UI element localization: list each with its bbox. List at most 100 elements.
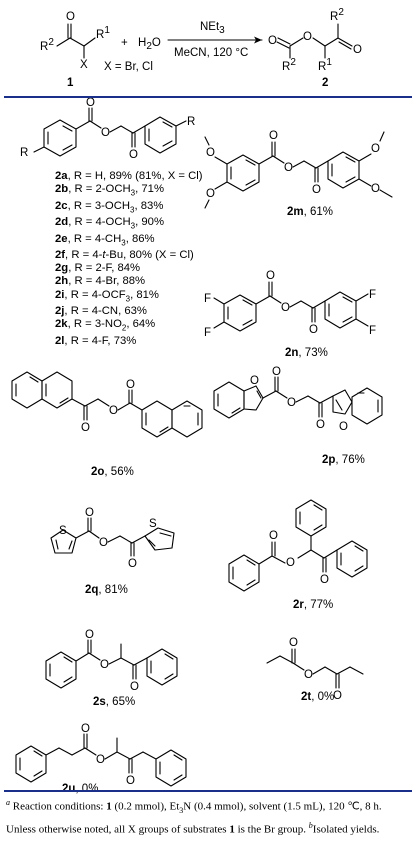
top-rule bbox=[4, 96, 412, 98]
svg-text:O: O bbox=[353, 44, 362, 56]
reaction-arrow bbox=[167, 36, 263, 44]
svg-text:O: O bbox=[268, 35, 277, 47]
structure-2o: O O O 2o, 56% bbox=[11, 371, 203, 478]
entry-2f: 2f, R = 4-t-Bu, 80% (X = Cl) bbox=[55, 249, 194, 262]
svg-text:O: O bbox=[206, 147, 215, 159]
svg-text:O: O bbox=[269, 530, 278, 542]
svg-text:R2: R2 bbox=[282, 57, 296, 73]
svg-text:O: O bbox=[312, 184, 321, 196]
svg-text:O: O bbox=[269, 130, 278, 142]
structure-2s: O O O 2s, 65% bbox=[45, 629, 178, 708]
structure-2u: O O O 2u, 0% bbox=[15, 723, 187, 795]
svg-text:O: O bbox=[339, 421, 348, 433]
svg-text:O: O bbox=[126, 379, 135, 391]
water: H2O bbox=[138, 37, 161, 52]
svg-text:O: O bbox=[86, 97, 95, 109]
svg-text:F: F bbox=[204, 327, 211, 339]
svg-text:O: O bbox=[303, 31, 312, 43]
svg-text:X: X bbox=[80, 59, 88, 71]
svg-text:O: O bbox=[371, 183, 380, 195]
reaction-scheme: O R2 R1 X 1 + H2O X = Br, Cl NEt3 MeCN, … bbox=[40, 7, 362, 89]
svg-text:O: O bbox=[101, 127, 110, 139]
svg-text:2q, 81%: 2q, 81% bbox=[85, 584, 128, 596]
structure-2a-2l: R O O O R bbox=[20, 97, 195, 161]
svg-text:F: F bbox=[369, 289, 376, 301]
svg-text:S: S bbox=[59, 525, 67, 537]
svg-text:O: O bbox=[284, 162, 293, 174]
entry-2a: 2a, R = H, 89% (81%, X = Cl) bbox=[55, 170, 203, 182]
structure-2q: S O O O S 2q, 81% bbox=[50, 507, 175, 596]
svg-text:R1: R1 bbox=[96, 25, 110, 41]
x-definition: X = Br, Cl bbox=[104, 61, 153, 73]
compound-label-2: 2 bbox=[322, 77, 328, 89]
starting-material-1: O R2 R1 X 1 bbox=[40, 11, 110, 89]
svg-text:F: F bbox=[369, 325, 376, 337]
entry-2j: 2j, R = 4-CN, 63% bbox=[55, 305, 147, 318]
svg-text:O: O bbox=[289, 637, 298, 649]
svg-text:2s, 65%: 2s, 65% bbox=[93, 696, 135, 708]
svg-text:O: O bbox=[316, 419, 325, 431]
entry-2e: 2e, R = 4-CH3, 86% bbox=[55, 232, 155, 247]
entry-2g: 2g, R = 2-F, 84% bbox=[55, 262, 141, 275]
svg-text:R2: R2 bbox=[330, 7, 344, 23]
svg-text:O: O bbox=[309, 324, 318, 336]
svg-text:O: O bbox=[85, 507, 94, 519]
svg-text:O: O bbox=[99, 537, 108, 549]
structure-2m: O O O O O O O 2m, 61% bbox=[204, 130, 393, 218]
solvent-temp: MeCN, 120 °C bbox=[174, 47, 248, 59]
reagent-net3: NEt3 bbox=[200, 21, 225, 36]
structure-2n: F F O O O F F 2n, 73% bbox=[204, 270, 376, 359]
entry-2d: 2d, R = 4-OCH3, 90% bbox=[55, 216, 164, 231]
svg-text:O: O bbox=[287, 397, 296, 409]
entry-2h: 2h, R = 4-Br, 88% bbox=[55, 275, 146, 288]
svg-text:O: O bbox=[100, 659, 109, 671]
svg-text:F: F bbox=[204, 293, 211, 305]
svg-text:O: O bbox=[281, 302, 290, 314]
svg-text:R: R bbox=[187, 116, 195, 128]
svg-text:O: O bbox=[96, 754, 105, 766]
svg-text:O: O bbox=[272, 366, 281, 378]
svg-text:O: O bbox=[304, 669, 313, 681]
svg-text:2m, 61%: 2m, 61% bbox=[287, 206, 333, 218]
entry-2b: 2b, R = 2-OCH3, 71% bbox=[55, 183, 164, 198]
entry-2l: 2l, R = 4-F, 73% bbox=[55, 334, 137, 347]
entry-2k: 2k, R = 3-NO2, 64% bbox=[55, 318, 156, 333]
svg-text:R2: R2 bbox=[40, 37, 54, 53]
svg-text:O: O bbox=[266, 270, 275, 282]
svg-text:O: O bbox=[130, 681, 139, 693]
entry-2i: 2i, R = 4-OCF3, 81% bbox=[55, 288, 159, 303]
footnote: a Reaction conditions: 1 (0.2 mmol), Et3… bbox=[6, 798, 382, 836]
structure-2t: O O O 2t, 0% bbox=[266, 637, 364, 703]
svg-text:2t, 0%: 2t, 0% bbox=[301, 691, 334, 703]
entry-list: 2a, R = H, 89% (81%, X = Cl) 2b, R = 2-O… bbox=[55, 170, 203, 348]
entry-2c: 2c, R = 3-OCH3, 83% bbox=[55, 199, 164, 214]
bottom-rule bbox=[4, 790, 412, 792]
svg-text:S: S bbox=[149, 518, 157, 530]
svg-text:2u, 0%: 2u, 0% bbox=[62, 783, 98, 795]
svg-text:O: O bbox=[320, 574, 329, 586]
svg-text:2r, 77%: 2r, 77% bbox=[293, 599, 333, 611]
svg-text:O: O bbox=[85, 629, 94, 641]
svg-text:O: O bbox=[333, 690, 342, 702]
plus-sign: + bbox=[121, 37, 128, 49]
svg-text:O: O bbox=[286, 557, 295, 569]
svg-text:R: R bbox=[20, 147, 28, 159]
svg-text:2p, 76%: 2p, 76% bbox=[322, 454, 365, 466]
svg-text:O: O bbox=[371, 143, 380, 155]
structure-2p: O O O O O 2p, 76% bbox=[213, 366, 383, 466]
svg-text:O: O bbox=[109, 405, 118, 417]
compound-label-1: 1 bbox=[67, 77, 74, 89]
svg-text:R1: R1 bbox=[318, 57, 332, 73]
svg-text:O: O bbox=[128, 558, 137, 570]
svg-text:2n, 73%: 2n, 73% bbox=[285, 347, 328, 359]
svg-text:O: O bbox=[126, 775, 135, 787]
product-2: O R2 O O R2 R1 2 bbox=[268, 7, 362, 89]
structure-2r: O O O 2r, 77% bbox=[228, 499, 368, 611]
atom-o: O bbox=[66, 11, 75, 23]
svg-text:O: O bbox=[81, 422, 90, 434]
svg-text:O: O bbox=[250, 375, 259, 387]
svg-text:O: O bbox=[206, 188, 215, 200]
svg-text:2o, 56%: 2o, 56% bbox=[91, 466, 134, 478]
svg-text:O: O bbox=[129, 149, 138, 161]
